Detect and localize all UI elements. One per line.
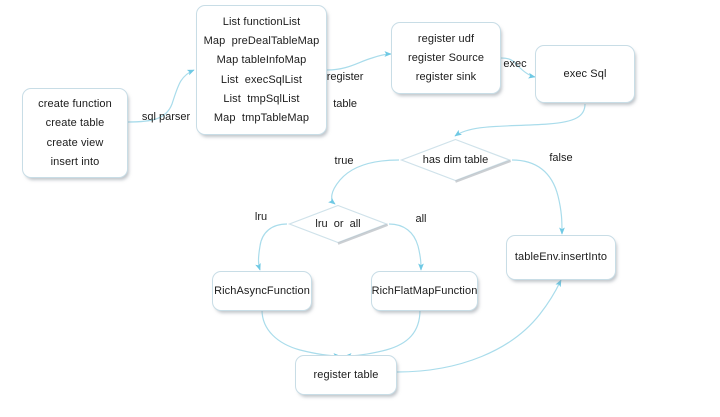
edge-label-register-table-line-1: table xyxy=(333,98,358,111)
node-ddl-line-1: create table xyxy=(45,117,105,130)
diamond-shape-lru-or-all xyxy=(287,204,389,245)
edge-label-register-table: register table xyxy=(312,57,366,126)
diamond-shape-has-dim-table xyxy=(399,138,512,183)
node-parsed-line-1: Map preDealTableMap xyxy=(203,35,320,48)
decision-has-dim-table-label: has dim table xyxy=(422,154,489,166)
decision-has-dim-table[interactable]: has dim table xyxy=(399,137,512,183)
node-parsed-line-0: List functionList xyxy=(222,16,301,29)
edge-label-exec: exec xyxy=(503,58,527,70)
edge-label-false: false xyxy=(549,152,573,164)
node-rich-async-function-label: RichAsyncFunction xyxy=(214,284,310,297)
edge-hasdim-false-to-insertinto xyxy=(511,159,565,235)
decision-lru-or-all[interactable]: lru or all xyxy=(287,203,389,245)
node-ddl-line-0: create function xyxy=(38,98,112,111)
edge-richflatmap-to-registertable xyxy=(344,309,421,359)
edge-label-register-table-line-0: register xyxy=(326,70,364,83)
node-parsed-line-3: List execSqlList xyxy=(220,73,303,86)
node-rich-flatmap-function-label: RichFlatMapFunction xyxy=(371,284,478,297)
edge-execsql-to-hasdim xyxy=(454,103,586,137)
node-exec-sql-label: exec Sql xyxy=(563,67,607,80)
node-rich-flatmap-function[interactable]: RichFlatMapFunction xyxy=(371,271,478,311)
node-table-env-insert-into[interactable]: tableEnv.insertInto xyxy=(506,235,616,280)
node-parsed-line-4: List tmpSqlList xyxy=(223,92,300,105)
node-parsed-line-2: Map tableInfoMap xyxy=(216,54,307,67)
edge-lru-to-richasync xyxy=(255,223,288,271)
node-parsed-structures[interactable]: List functionList Map preDealTableMap Ma… xyxy=(196,5,327,135)
node-register-table-label: register table xyxy=(313,368,379,381)
decision-lru-or-all-label: lru or all xyxy=(315,218,361,230)
node-register[interactable]: register udf register Source register si… xyxy=(391,22,501,94)
edge-label-true: true xyxy=(334,155,354,167)
node-ddl[interactable]: create function create table create view… xyxy=(22,88,128,178)
node-ddl-line-2: create view xyxy=(46,136,104,149)
edge-label-lru: lru xyxy=(254,211,268,223)
node-exec-sql[interactable]: exec Sql xyxy=(535,45,635,103)
edge-richasync-to-registertable xyxy=(261,309,341,359)
node-register-table[interactable]: register table xyxy=(295,355,397,395)
node-parsed-line-5: Map tmpTableMap xyxy=(213,111,310,124)
node-ddl-line-3: insert into xyxy=(50,155,100,168)
node-table-env-insert-into-label: tableEnv.insertInto xyxy=(514,251,608,264)
node-register-line-0: register udf xyxy=(417,32,475,45)
edge-label-all: all xyxy=(415,213,427,225)
edge-all-to-richflatmap xyxy=(388,223,424,271)
edge-label-sql-parser: sql parser xyxy=(141,111,191,123)
node-register-line-1: register Source xyxy=(407,51,485,64)
node-register-line-2: register sink xyxy=(415,71,477,84)
node-rich-async-function[interactable]: RichAsyncFunction xyxy=(212,271,312,311)
